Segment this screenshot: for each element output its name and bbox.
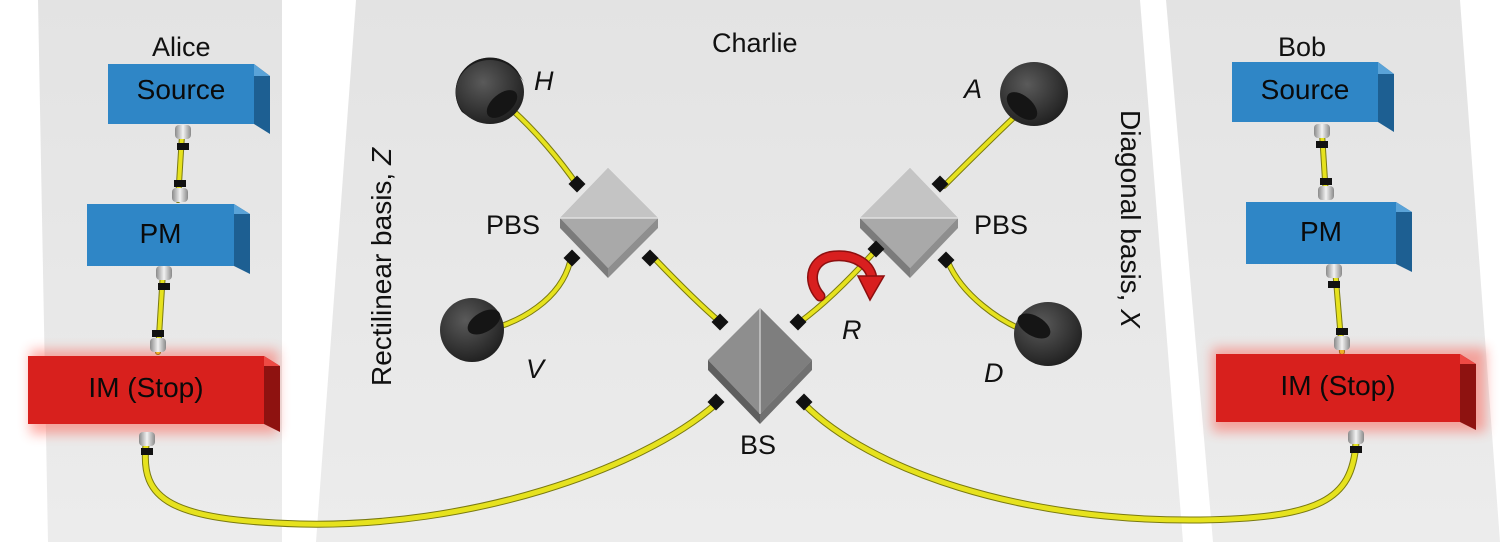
detector-d-dome [1014,302,1082,366]
detector-h-dome [455,57,524,124]
alice-label: Alice [152,32,211,62]
detector-h-label: H [534,66,554,96]
bob-im-label: IM (Stop) [1280,370,1396,401]
bob-pm-box [1246,202,1412,272]
alice-source-box [108,64,270,134]
charlie-label: Charlie [712,28,798,58]
fiber-connectors [139,124,1364,455]
bob-pm-label: PM [1300,216,1342,247]
rectilinear-basis-label: Rectilinear basis, Z [366,148,398,386]
alice-source-label: Source [136,74,226,105]
basis-symbol: Z [366,147,397,166]
bob-label: Bob [1278,32,1327,62]
alice-pm-box [87,204,250,274]
detector-v-dome [440,298,504,362]
detector-a-label: A [964,74,983,104]
detector-a-dome [1000,62,1068,126]
detector-d-label: D [984,358,1004,388]
bob-im-box [1212,348,1486,432]
detector-v-label: V [526,354,545,384]
rectilinear-basis-text: Rectilinear basis, Z [366,147,397,386]
diagonal-basis-label: Diagonal basis, X [1114,110,1146,328]
alice-im-box [28,350,280,434]
charlie-panel [316,0,1183,542]
bob-source-box [1232,62,1394,132]
pbs-left-label: PBS [486,210,541,240]
bs-cube [707,308,813,424]
rotation-arrow-icon [807,250,886,302]
alice-pm-label: PM [139,218,182,249]
pbs-right-label: PBS [974,210,1029,240]
diagonal-basis-text: Diagonal basis, X [1115,110,1146,328]
pbs-left-cube [560,168,659,278]
basis-symbol: X [1115,309,1146,328]
alice-im-label: IM (Stop) [88,372,204,403]
bs-label: BS [740,430,777,460]
bob-source-label: Source [1260,74,1350,105]
pbs-right-cube [860,168,958,278]
rotation-label: R [842,315,862,345]
